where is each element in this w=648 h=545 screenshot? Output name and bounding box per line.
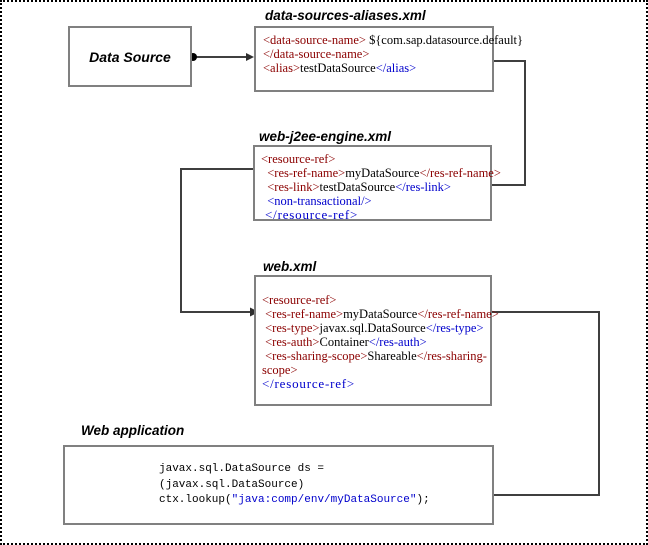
code-line: <resource-ref>: [261, 152, 488, 166]
code-segment: </res-type>: [425, 321, 484, 335]
code-line: <non-transactional/>: [261, 194, 488, 208]
code-line: <res-link>testDataSource</res-link>: [261, 180, 488, 194]
title-web-application: Web application: [81, 423, 185, 438]
data-source-label: Data Source: [89, 48, 171, 65]
title-web-xml: web.xml: [263, 259, 317, 274]
code-segment: testDataSource: [319, 180, 396, 194]
code-line: </resource-ref>: [261, 208, 488, 222]
code-line: <res-auth>Container</res-auth>: [262, 335, 488, 349]
code-segment: <alias>: [263, 60, 301, 75]
code-segment: ${com.sap.datasource.default}: [365, 33, 524, 47]
code-segment: <res-sharing-scope>: [262, 349, 368, 363]
connector-resrefname-to-webxml: [180, 168, 263, 317]
code-segment: </resource-ref>: [262, 376, 356, 391]
code-line: </resource-ref>: [262, 377, 488, 391]
code-line: <resource-ref>: [262, 293, 488, 307]
title-web-j2ee-engine-xml: web-j2ee-engine.xml: [259, 129, 392, 144]
code-line: </data-source-name>: [263, 46, 490, 62]
code-line: <res-type>javax.sql.DataSource</res-type…: [262, 321, 488, 335]
code-line: <alias>testDataSource</alias>: [263, 60, 490, 76]
code-segment: </res-ref-name>: [417, 307, 499, 321]
code-line: javax.sql.DataSource ds =: [159, 462, 492, 478]
code-segment: myDataSource: [343, 307, 418, 321]
code-line: <res-ref-name>myDataSource</res-ref-name…: [262, 307, 499, 321]
code-segment: javax.sql.DataSource ds =: [159, 463, 325, 475]
code-segment: );: [416, 494, 430, 506]
code-segment: Container: [319, 335, 369, 349]
code-line: (javax.sql.DataSource): [159, 478, 492, 494]
connector-datasource-to-aliases: [189, 53, 254, 61]
code-segment: <non-transactional/>: [261, 194, 372, 208]
code-segment: <res-ref-name>: [262, 307, 344, 321]
code-segment: scope>: [262, 363, 298, 377]
code-segment: <resource-ref>: [261, 152, 336, 166]
code-segment: myDataSource: [345, 166, 420, 180]
code-segment: </alias>: [375, 60, 417, 75]
code-segment: <res-type>: [262, 321, 320, 335]
code-line: <data-source-name> ${com.sap.datasource.…: [263, 33, 523, 48]
code-segment: <res-auth>: [262, 335, 320, 349]
code-segment: <res-link>: [261, 180, 320, 194]
code-segment: </res-link>: [395, 180, 451, 194]
code-segment: javax.sql.DataSource: [319, 321, 426, 335]
arrowhead-right-icon: [246, 53, 254, 61]
code-segment: </data-source-name>: [263, 46, 370, 61]
code-segment: (javax.sql.DataSource): [159, 478, 305, 491]
code-segment: testDataSource: [300, 60, 376, 75]
code-line: scope>: [262, 363, 488, 377]
code-segment: "java:comp/env/myDataSource": [231, 494, 417, 506]
box-web-xml: <resource-ref> <res-ref-name>myDataSourc…: [254, 275, 499, 406]
code-line: <res-ref-name>myDataSource</res-ref-name…: [261, 166, 501, 180]
code-segment: Shareable: [367, 349, 417, 363]
code-line: <res-sharing-scope>Shareable</res-sharin…: [262, 349, 488, 363]
box-web-application: javax.sql.DataSource ds = (javax.sql.Data…: [63, 445, 494, 525]
box-web-j2ee-engine-xml: <resource-ref> <res-ref-name>myDataSourc…: [253, 145, 501, 222]
connector-line: [180, 168, 263, 313]
code-line: ctx.lookup("java:comp/env/myDataSource")…: [159, 493, 492, 509]
code-segment: <res-ref-name>: [261, 166, 346, 180]
code-segment: <data-source-name>: [263, 33, 366, 47]
code-segment: </res-sharing-: [416, 349, 487, 363]
box-data-sources-aliases-xml: <data-source-name> ${com.sap.datasource.…: [254, 26, 523, 92]
code-segment: </resource-ref>: [261, 207, 359, 222]
code-segment: </res-auth>: [368, 335, 427, 349]
code-segment: </res-ref-name>: [419, 166, 501, 180]
code-segment: ctx.lookup(: [159, 494, 232, 506]
code-segment: <resource-ref>: [262, 293, 337, 307]
title-data-sources-aliases-xml: data-sources-aliases.xml: [265, 8, 426, 23]
data-source-box: Data Source: [68, 26, 192, 87]
